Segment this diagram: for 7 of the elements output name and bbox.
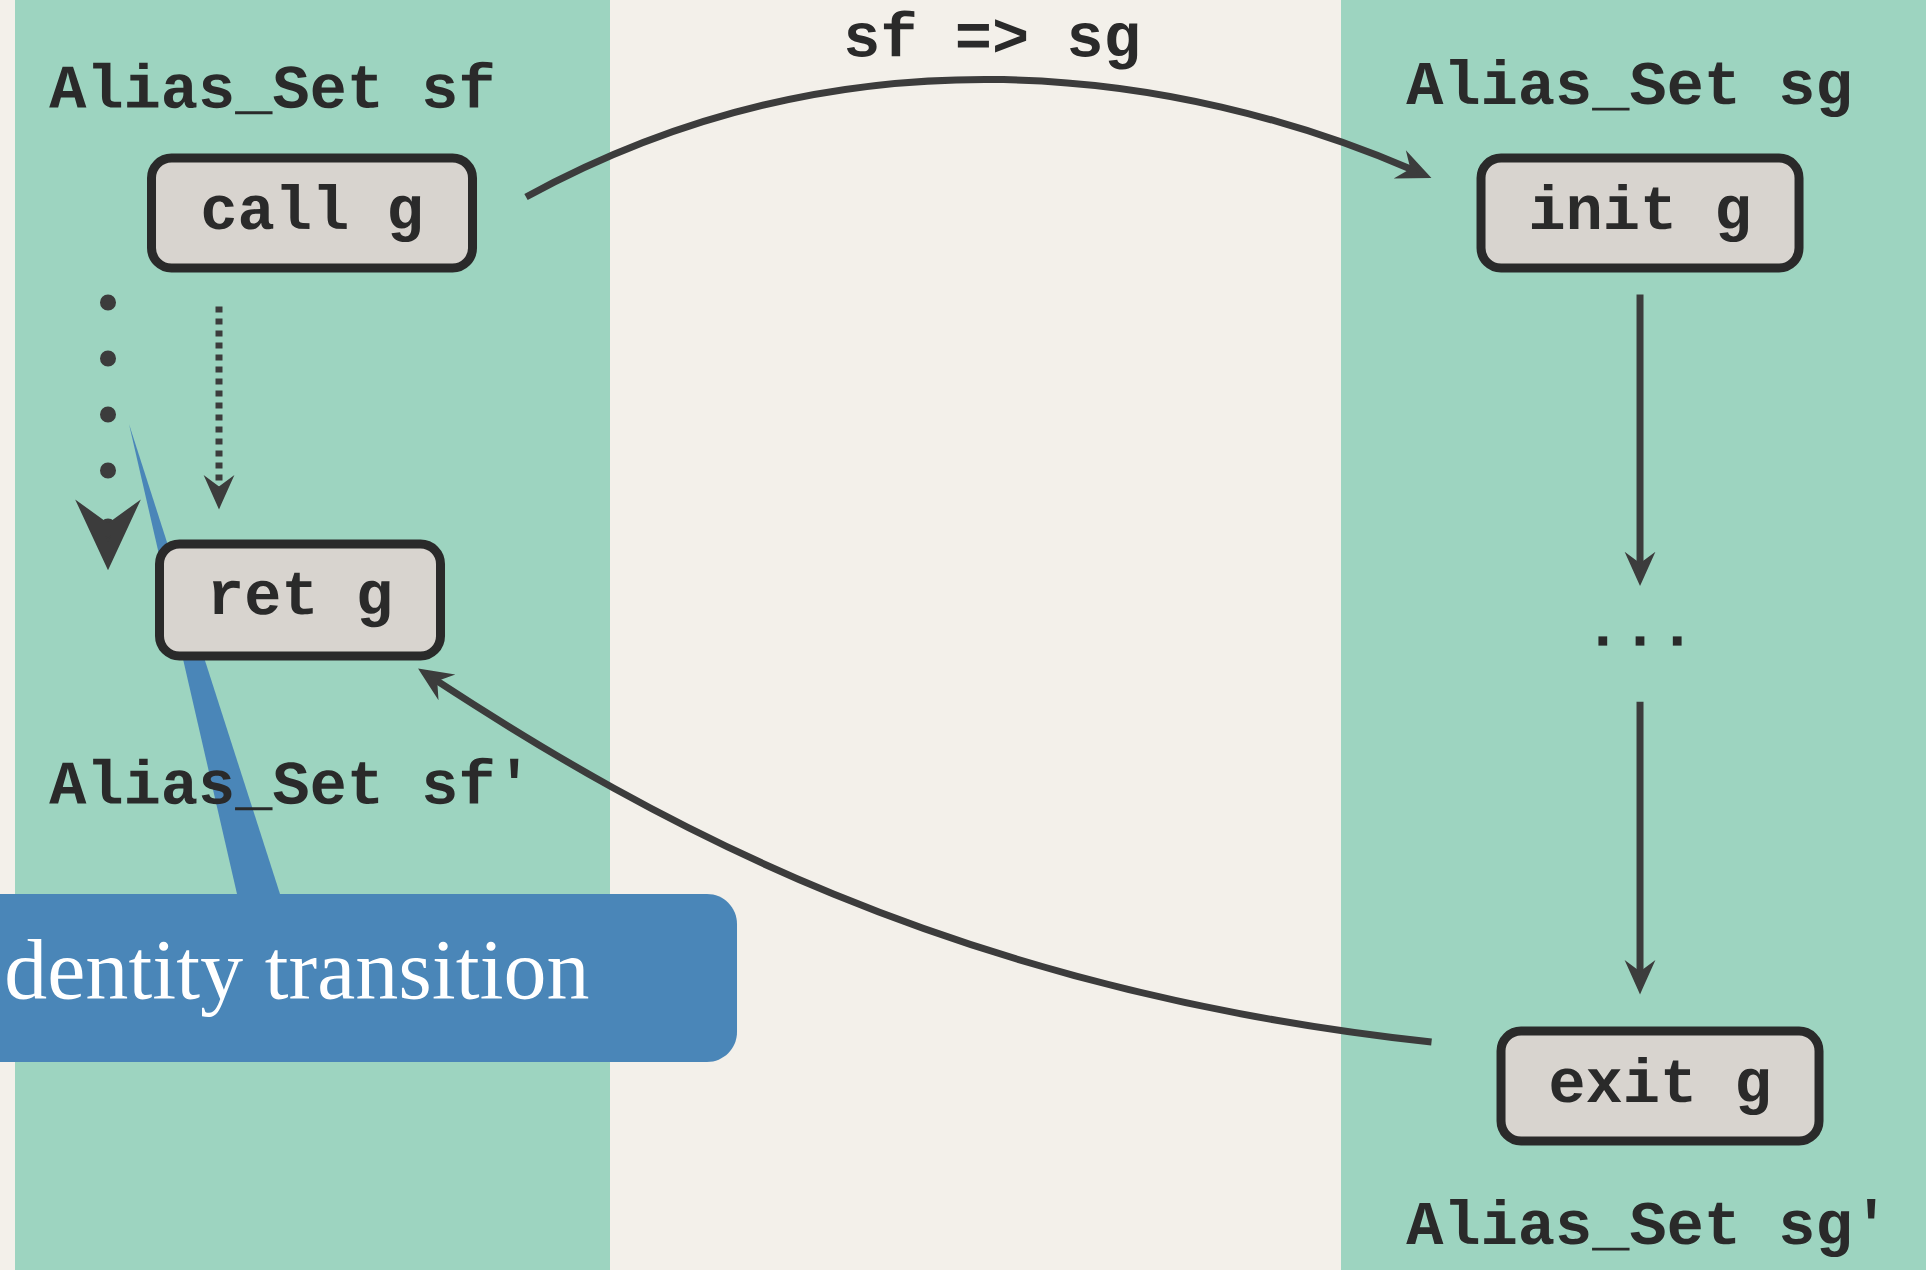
ellipsis-text: ...	[1598, 636, 1682, 646]
process-box: exit g	[1496, 1026, 1824, 1146]
process-box: ret g	[155, 539, 445, 661]
process-box: call g	[147, 153, 477, 273]
title: sf => sg	[846, 10, 1138, 70]
process-box: init g	[1476, 153, 1804, 273]
callout-box: dentity transition	[0, 894, 737, 1062]
